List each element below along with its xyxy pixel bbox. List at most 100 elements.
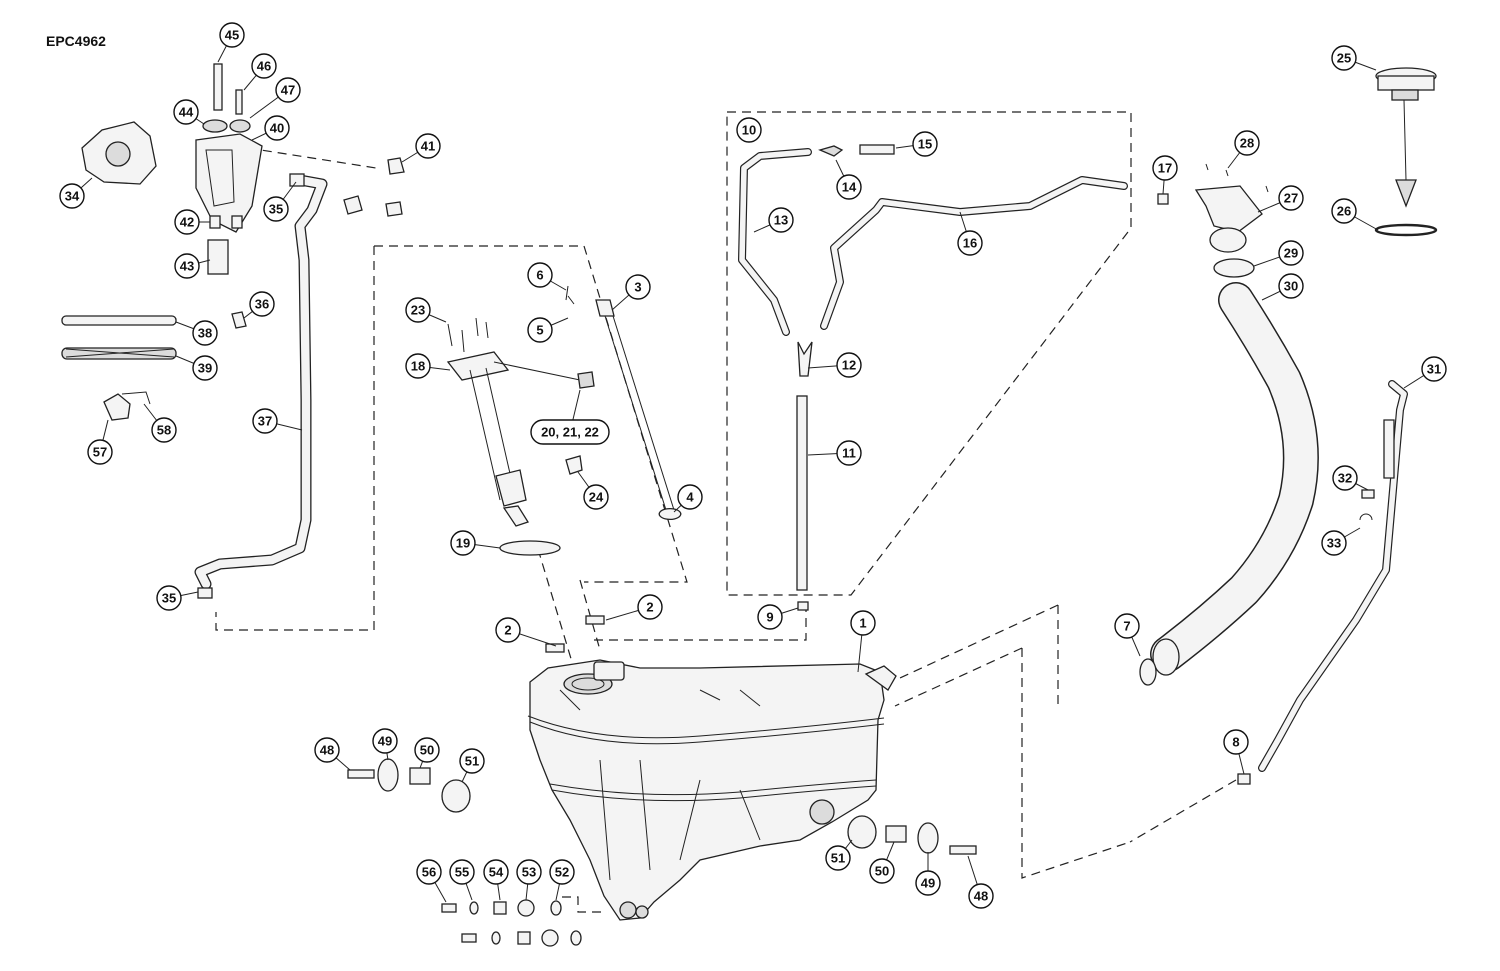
callout-label: 34 (65, 189, 80, 204)
callout-label: 20, 21, 22 (541, 425, 599, 440)
callout-label: 9 (766, 610, 773, 625)
callout-34: 34 (59, 183, 85, 209)
breather-pipes (738, 144, 1169, 611)
callout-25: 25 (1331, 45, 1357, 71)
callout-label: 46 (257, 59, 271, 74)
fuel-pump-sender (446, 285, 682, 556)
callout-label: 35 (162, 591, 176, 606)
callout-label: 5 (536, 323, 543, 338)
callout-label: 14 (842, 180, 857, 195)
diagram-reference-id: EPC4962 (46, 33, 106, 49)
callout-label: 58 (157, 423, 171, 438)
callout-label: 4 (686, 490, 694, 505)
callout-label: 6 (536, 268, 543, 283)
callout-27: 27 (1278, 185, 1304, 211)
callout-label: 41 (421, 139, 435, 154)
callout-5: 5 (527, 317, 553, 343)
callout-11: 11 (836, 440, 862, 466)
callout-label: 28 (1240, 136, 1254, 151)
callout-label: 1 (859, 616, 866, 631)
callout-12: 12 (836, 352, 862, 378)
callout-37: 37 (252, 408, 278, 434)
callout-2: 2 (637, 594, 663, 620)
callout-label: 33 (1327, 536, 1341, 551)
callout-label: 24 (589, 490, 604, 505)
callout-35: 35 (263, 196, 289, 222)
callout-46: 46 (251, 53, 277, 79)
callout-label: 48 (320, 743, 334, 758)
callout-14: 14 (836, 174, 862, 200)
callout-20-21-22: 20, 21, 22 (530, 419, 610, 445)
callout-24: 24 (583, 484, 609, 510)
callout-label: 44 (179, 105, 194, 120)
callout-label: 53 (522, 865, 536, 880)
callout-1: 1 (850, 610, 876, 636)
callout-45: 45 (219, 22, 245, 48)
callout-8: 8 (1223, 729, 1249, 755)
callout-48: 48 (314, 737, 340, 763)
callout-label: 26 (1337, 204, 1351, 219)
group-outline-pump-link (247, 147, 377, 169)
callout-42: 42 (174, 209, 200, 235)
callout-label: 39 (198, 361, 212, 376)
callout-label: 19 (456, 536, 470, 551)
callout-44: 44 (173, 99, 199, 125)
callout-label: 35 (269, 202, 283, 217)
callout-51: 51 (825, 845, 851, 871)
callout-10: 10 (736, 117, 762, 143)
callout-18: 18 (405, 353, 431, 379)
callout-label: 37 (258, 414, 272, 429)
callout-label: 7 (1123, 619, 1130, 634)
callout-label: 57 (93, 445, 107, 460)
callout-23: 23 (405, 297, 431, 323)
callout-label: 31 (1427, 362, 1441, 377)
callout-30: 30 (1278, 273, 1304, 299)
callout-49: 49 (915, 870, 941, 896)
vent-pipe (1237, 380, 1408, 785)
callout-55: 55 (449, 859, 475, 885)
callout-56: 56 (416, 859, 442, 885)
callout-label: 45 (225, 28, 239, 43)
callout-35: 35 (156, 585, 182, 611)
callout-label: 54 (489, 865, 504, 880)
callout-label: 56 (422, 865, 436, 880)
callout-label: 32 (1338, 471, 1352, 486)
callout-label: 10 (742, 123, 756, 138)
callout-label: 15 (918, 137, 932, 152)
callout-40: 40 (264, 115, 290, 141)
callout-36: 36 (249, 291, 275, 317)
group-outline-vent (588, 603, 1237, 843)
callout-label: 51 (465, 754, 479, 769)
callout-label: 52 (555, 865, 569, 880)
group-outline-tank-right (894, 647, 1131, 879)
callout-label: 43 (180, 259, 194, 274)
callout-15: 15 (912, 131, 938, 157)
callout-39: 39 (192, 355, 218, 381)
callout-label: 11 (842, 446, 856, 461)
callout-57: 57 (87, 439, 113, 465)
filler-neck-hose (1139, 282, 1319, 686)
fuel-pump-module (81, 63, 405, 329)
group-outline-filler-link (899, 604, 1059, 707)
callout-26: 26 (1331, 198, 1357, 224)
group-outline-pump-sender (215, 245, 688, 631)
callout-3: 3 (625, 274, 651, 300)
callout-50: 50 (414, 737, 440, 763)
callout-51: 51 (459, 748, 485, 774)
callout-50: 50 (869, 858, 895, 884)
group-outline-tank-left (537, 548, 601, 663)
callout-31: 31 (1421, 356, 1447, 382)
callout-38: 38 (192, 320, 218, 346)
fuel-tank (527, 659, 897, 921)
callout-label: 42 (180, 215, 194, 230)
callout-label: 50 (875, 864, 889, 879)
callout-33: 33 (1321, 530, 1347, 556)
callout-label: 36 (255, 297, 269, 312)
callout-52: 52 (549, 859, 575, 885)
callout-32: 32 (1332, 465, 1358, 491)
mounting-hardware (347, 615, 977, 947)
callout-label: 51 (831, 851, 845, 866)
callout-label: 3 (634, 280, 641, 295)
callout-label: 17 (1158, 161, 1172, 176)
